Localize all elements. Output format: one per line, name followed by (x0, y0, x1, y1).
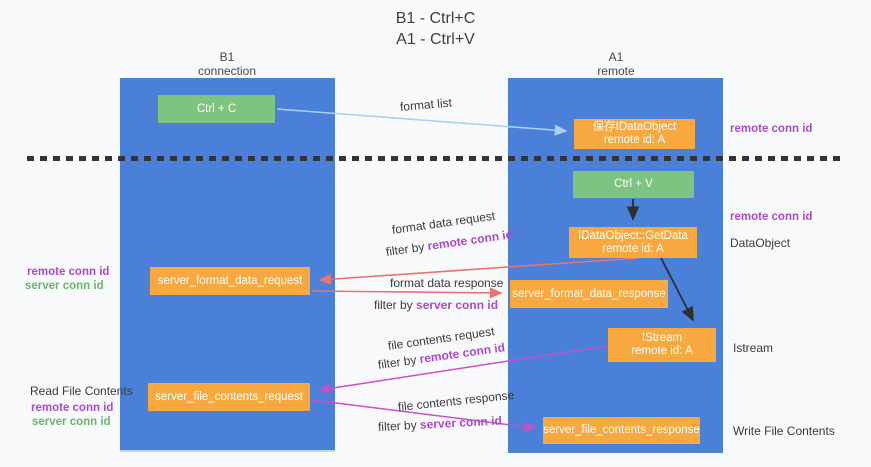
istream-line2: remote id: A (631, 345, 693, 357)
edge-label-filter-server-2: filter by server conn id (378, 414, 503, 434)
edge-label-format-data-response: format data response (390, 276, 504, 290)
save-idataobject-line1: 保存IDataObject (592, 121, 677, 133)
diagram-title-line2: A1 - Ctrl+V (396, 31, 475, 48)
ctrl-v-label: Ctrl + V (614, 178, 653, 190)
ctrl-c-label: Ctrl + C (196, 102, 237, 115)
save-idataobject-line2: remote id: A (603, 134, 666, 146)
lane-header-b1: B1 connection (152, 50, 302, 78)
filter-by-text: filter by (377, 352, 421, 372)
filter-by-text: filter by (374, 298, 417, 312)
server-format-data-request-box: server_format_data_request (150, 267, 310, 295)
lane-a1-name: A1 (608, 50, 624, 64)
edge-label-filter-server-1: filter by server conn id (374, 298, 498, 312)
annotation-dataobject: DataObject (730, 236, 791, 250)
save-idataobject-box: 保存IDataObject remote id: A (574, 119, 695, 149)
server-format-data-response-box: server_format_data_response (510, 280, 668, 308)
diagram-title-line1: B1 - Ctrl+C (395, 10, 476, 27)
annotation-read-file-contents: Read File Contents (30, 384, 133, 398)
server-conn-id-highlight: server conn id (419, 413, 503, 432)
server-format-data-request-label: server_format_data_request (157, 274, 303, 287)
lane-b1-role: connection (197, 64, 257, 78)
ctrl-c-box: Ctrl + C (158, 95, 275, 123)
getdata-line1: IDataObject::GetData (578, 229, 688, 242)
server-conn-id-highlight: server conn id (416, 298, 499, 312)
server-file-contents-response-label: server_file_contents_response (543, 424, 700, 436)
annotation-server-conn-id-left-2: server conn id (32, 416, 111, 428)
server-file-contents-response-box: server_file_contents_response (543, 417, 700, 444)
clipboard-boundary-dashed-line (27, 156, 845, 161)
ctrl-v-box: Ctrl + V (573, 171, 694, 198)
remote-conn-id-highlight: remote conn id (426, 227, 514, 254)
lane-header-a1: A1 remote (541, 50, 691, 78)
lane-b1-name: B1 (219, 50, 235, 64)
annotation-server-conn-id-left-1: server conn id (25, 280, 104, 292)
lane-a1-role: remote (597, 64, 635, 78)
annotation-write-file-contents: Write File Contents (733, 424, 835, 438)
arrow-format-data-response (311, 287, 503, 299)
edge-label-file-contents-response: file contents response (397, 387, 515, 414)
idataobject-getdata-box: IDataObject::GetData remote id: A (569, 227, 697, 258)
annotation-remote-conn-id-middle: remote conn id (730, 211, 813, 223)
filter-by-text: filter by (377, 417, 421, 434)
edge-label-format-list: format list (399, 95, 453, 114)
getdata-line2: remote id: A (602, 242, 664, 255)
annotation-remote-conn-id-left-2: remote conn id (31, 402, 114, 414)
server-file-contents-request-label: server_file_contents_request (155, 390, 303, 403)
server-file-contents-request-box: server_file_contents_request (148, 383, 310, 411)
annotation-istream: Istream (733, 341, 774, 355)
annotation-remote-conn-id-top: remote conn id (730, 123, 813, 135)
istream-line1: IStream (641, 332, 683, 344)
annotation-remote-conn-id-left-1: remote conn id (27, 266, 110, 278)
filter-by-text: filter by (385, 239, 429, 259)
istream-box: IStream remote id: A (608, 328, 716, 362)
server-format-data-response-label: server_format_data_response (512, 287, 666, 300)
